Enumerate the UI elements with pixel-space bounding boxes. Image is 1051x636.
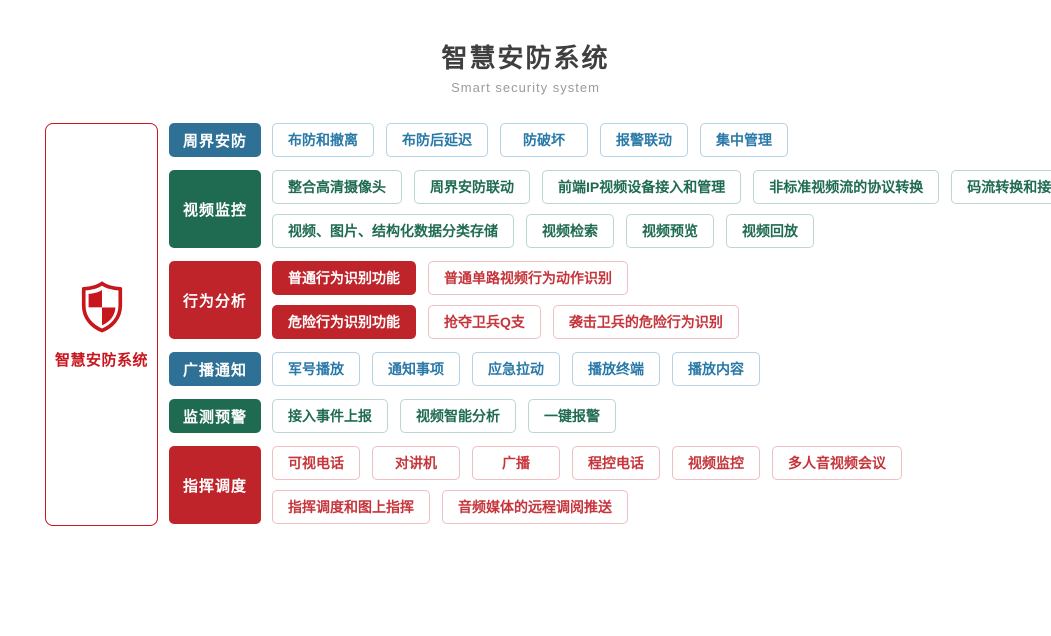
group-row-perimeter-security: 周界安防布防和撤离布防后延迟防破坏报警联动集中管理 (169, 123, 1051, 157)
feature-line: 整合高清摄像头周界安防联动前端IP视频设备接入和管理非标准视频流的协议转换码流转… (272, 170, 1051, 204)
feature-item-button[interactable]: 多人音视频会议 (772, 446, 902, 480)
group-row-broadcast-notice: 广播通知军号播放通知事项应急拉动播放终端播放内容 (169, 352, 1051, 386)
feature-line: 可视电话对讲机广播程控电话视频监控多人音视频会议 (272, 446, 902, 480)
feature-line: 危险行为识别功能抢夺卫兵Q支袭击卫兵的危险行为识别 (272, 305, 739, 339)
feature-subgroup-button[interactable]: 危险行为识别功能 (272, 305, 416, 339)
group-row-command-dispatch: 指挥调度可视电话对讲机广播程控电话视频监控多人音视频会议指挥调度和图上指挥音频媒… (169, 446, 1051, 524)
feature-item-button[interactable]: 视频、图片、结构化数据分类存储 (272, 214, 514, 248)
group-lines-video-surveillance: 整合高清摄像头周界安防联动前端IP视频设备接入和管理非标准视频流的协议转换码流转… (272, 170, 1051, 248)
feature-item-button[interactable]: 抢夺卫兵Q支 (428, 305, 541, 339)
feature-item-button[interactable]: 集中管理 (700, 123, 788, 157)
page-header: 智慧安防系统 Smart security system (0, 0, 1051, 95)
feature-item-button[interactable]: 前端IP视频设备接入和管理 (542, 170, 742, 204)
feature-item-button[interactable]: 军号播放 (272, 352, 360, 386)
feature-subgroup-button[interactable]: 普通行为识别功能 (272, 261, 416, 295)
group-row-monitor-warning: 监测预警接入事件上报视频智能分析一键报警 (169, 399, 1051, 433)
root-panel: 智慧安防系统 (45, 123, 158, 526)
group-lines-command-dispatch: 可视电话对讲机广播程控电话视频监控多人音视频会议指挥调度和图上指挥音频媒体的远程… (272, 446, 902, 524)
feature-item-button[interactable]: 视频智能分析 (400, 399, 516, 433)
group-lines-behavior-analysis: 普通行为识别功能普通单路视频行为动作识别危险行为识别功能抢夺卫兵Q支袭击卫兵的危… (272, 261, 739, 339)
feature-item-button[interactable]: 普通单路视频行为动作识别 (428, 261, 628, 295)
group-row-video-surveillance: 视频监控整合高清摄像头周界安防联动前端IP视频设备接入和管理非标准视频流的协议转… (169, 170, 1051, 248)
page-title: 智慧安防系统 (441, 43, 610, 73)
shield-icon (76, 279, 128, 335)
feature-item-button[interactable]: 布防后延迟 (386, 123, 488, 157)
feature-item-button[interactable]: 视频监控 (672, 446, 760, 480)
feature-item-button[interactable]: 对讲机 (372, 446, 460, 480)
group-lines-perimeter-security: 布防和撤离布防后延迟防破坏报警联动集中管理 (272, 123, 788, 157)
group-header-command-dispatch[interactable]: 指挥调度 (169, 446, 261, 524)
feature-item-button[interactable]: 播放内容 (672, 352, 760, 386)
feature-line: 接入事件上报视频智能分析一键报警 (272, 399, 616, 433)
feature-item-button[interactable]: 布防和撤离 (272, 123, 374, 157)
feature-item-button[interactable]: 一键报警 (528, 399, 616, 433)
feature-item-button[interactable]: 播放终端 (572, 352, 660, 386)
feature-line: 指挥调度和图上指挥音频媒体的远程调阅推送 (272, 490, 902, 524)
feature-line: 视频、图片、结构化数据分类存储视频检索视频预览视频回放 (272, 214, 1051, 248)
feature-item-button[interactable]: 通知事项 (372, 352, 460, 386)
feature-item-button[interactable]: 音频媒体的远程调阅推送 (442, 490, 628, 524)
group-header-monitor-warning[interactable]: 监测预警 (169, 399, 261, 433)
feature-line: 布防和撤离布防后延迟防破坏报警联动集中管理 (272, 123, 788, 157)
group-header-broadcast-notice[interactable]: 广播通知 (169, 352, 261, 386)
feature-item-button[interactable]: 报警联动 (600, 123, 688, 157)
group-header-behavior-analysis[interactable]: 行为分析 (169, 261, 261, 339)
group-row-behavior-analysis: 行为分析普通行为识别功能普通单路视频行为动作识别危险行为识别功能抢夺卫兵Q支袭击… (169, 261, 1051, 339)
page-subtitle: Smart security system (451, 80, 600, 95)
group-header-video-surveillance[interactable]: 视频监控 (169, 170, 261, 248)
feature-tree: 周界安防布防和撤离布防后延迟防破坏报警联动集中管理视频监控整合高清摄像头周界安防… (169, 123, 1051, 524)
feature-item-button[interactable]: 程控电话 (572, 446, 660, 480)
feature-line: 普通行为识别功能普通单路视频行为动作识别 (272, 261, 739, 295)
root-panel-label: 智慧安防系统 (54, 352, 148, 369)
feature-item-button[interactable]: 指挥调度和图上指挥 (272, 490, 430, 524)
feature-item-button[interactable]: 接入事件上报 (272, 399, 388, 433)
feature-item-button[interactable]: 码流转换和接口转换 (951, 170, 1051, 204)
feature-item-button[interactable]: 防破坏 (500, 123, 588, 157)
feature-item-button[interactable]: 可视电话 (272, 446, 360, 480)
feature-item-button[interactable]: 广播 (472, 446, 560, 480)
group-header-perimeter-security[interactable]: 周界安防 (169, 123, 261, 157)
feature-item-button[interactable]: 整合高清摄像头 (272, 170, 402, 204)
feature-item-button[interactable]: 视频预览 (626, 214, 714, 248)
feature-item-button[interactable]: 周界安防联动 (414, 170, 530, 204)
feature-item-button[interactable]: 应急拉动 (472, 352, 560, 386)
feature-item-button[interactable]: 非标准视频流的协议转换 (753, 170, 940, 204)
feature-line: 军号播放通知事项应急拉动播放终端播放内容 (272, 352, 760, 386)
diagram: 智慧安防系统 周界安防布防和撤离布防后延迟防破坏报警联动集中管理视频监控整合高清… (45, 123, 1051, 526)
feature-item-button[interactable]: 袭击卫兵的危险行为识别 (552, 305, 739, 339)
group-lines-broadcast-notice: 军号播放通知事项应急拉动播放终端播放内容 (272, 352, 760, 386)
group-lines-monitor-warning: 接入事件上报视频智能分析一键报警 (272, 399, 616, 433)
feature-item-button[interactable]: 视频检索 (526, 214, 614, 248)
feature-item-button[interactable]: 视频回放 (726, 214, 814, 248)
